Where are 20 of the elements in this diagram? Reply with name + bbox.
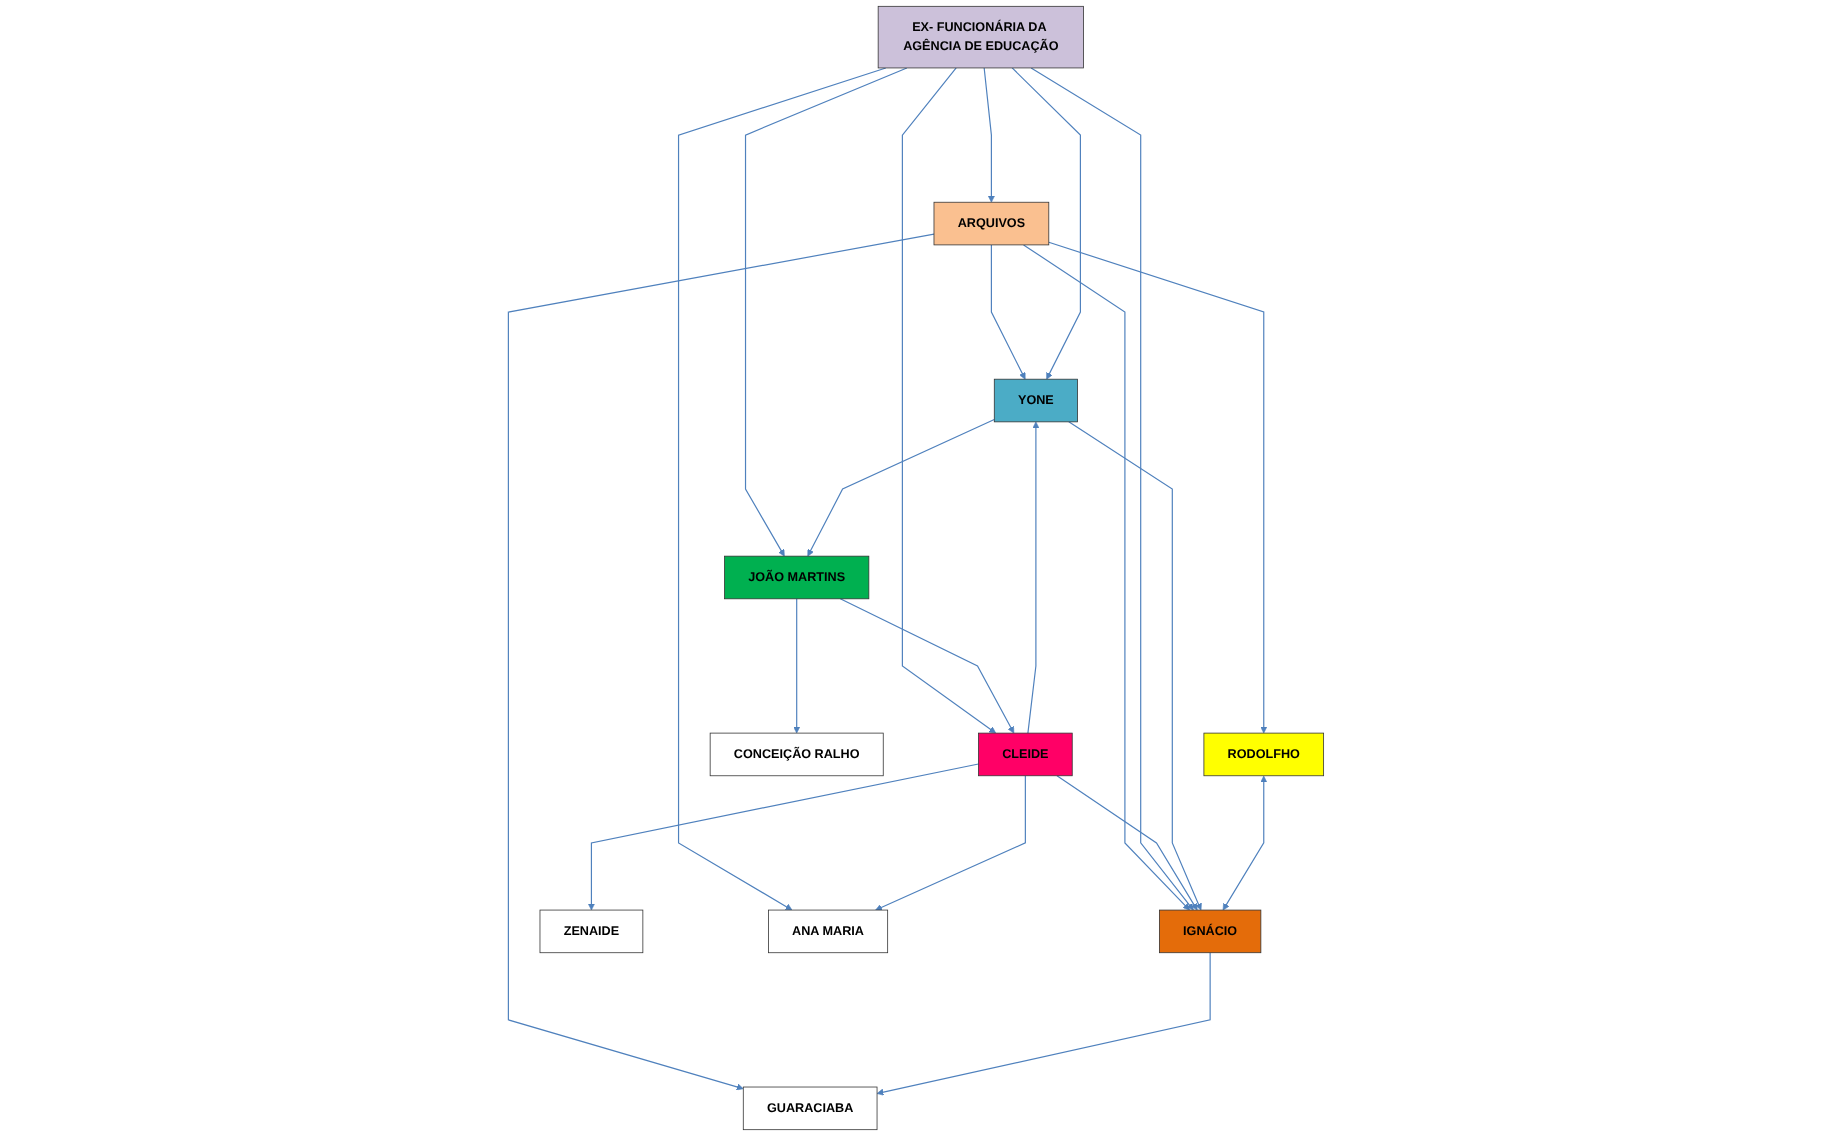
arrow [1056, 775, 1198, 911]
arrow [876, 952, 1211, 1096]
arrow [507, 233, 935, 1091]
arrow [744, 67, 908, 557]
arrow [990, 244, 1026, 380]
arrow [1027, 421, 1040, 734]
arrow [1048, 241, 1268, 734]
arrow [1068, 421, 1202, 911]
arrow [901, 67, 997, 734]
arrow [587, 763, 980, 911]
arrow [793, 598, 801, 734]
arrow [677, 67, 887, 911]
arrow [983, 67, 995, 203]
arrow [875, 775, 1026, 911]
arrow [1023, 244, 1190, 911]
arrow [807, 419, 995, 557]
arrow [1011, 67, 1081, 380]
arrow [1030, 67, 1194, 911]
arrow [839, 598, 1015, 734]
arrow [1222, 775, 1268, 911]
